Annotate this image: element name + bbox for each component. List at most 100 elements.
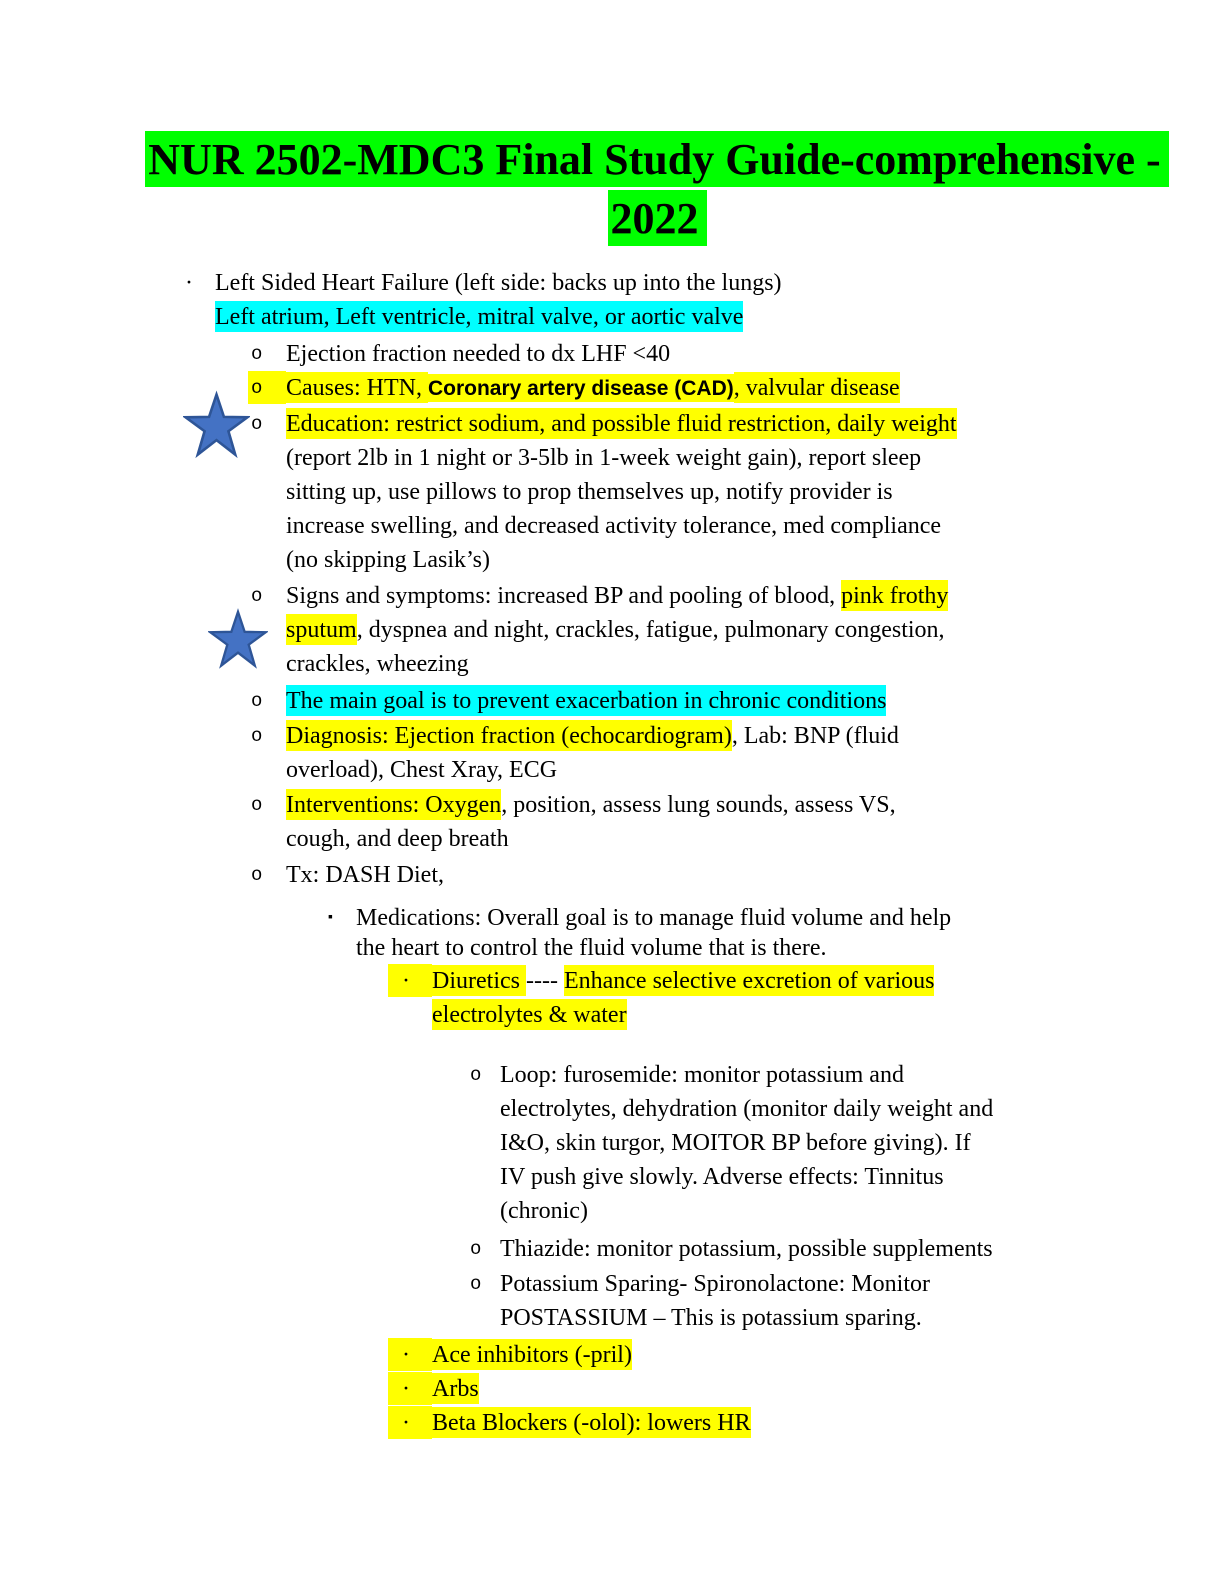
dot-bullet-icon: · <box>185 270 193 296</box>
text-segment: cough, and deep breath <box>286 826 509 852</box>
highlighted-text: Diagnosis: Ejection fraction (echocardio… <box>286 720 732 751</box>
list-item-beta-blockers: · Beta Blockers (-olol): lowers HR <box>0 1406 1224 1440</box>
highlighted-text: Ace inhibitors (-pril) <box>432 1339 632 1370</box>
text-segment: sitting up, use pillows to prop themselv… <box>286 479 893 505</box>
text-segment: Potassium Sparing- Spironolactone: Monit… <box>500 1271 930 1297</box>
text-segment: Left Sided Heart Failure (left side: bac… <box>215 270 782 296</box>
list-item-education: o Education: restrict sodium, and possib… <box>0 407 1224 577</box>
list-item-loop-furosemide: o Loop: furosemide: monitor potassium an… <box>0 1058 1224 1228</box>
text-segment: Tx: DASH Diet, <box>286 862 444 888</box>
title-line-2: 2022 <box>607 190 707 246</box>
star-icon <box>183 390 250 459</box>
circle-bullet-icon: o <box>470 1238 482 1260</box>
text-line: Diagnosis: Ejection fraction (echocardio… <box>286 719 1224 753</box>
text-line: Causes: HTN, Coronary artery disease (CA… <box>286 371 1224 406</box>
highlighted-text: pink frothy <box>841 580 949 611</box>
dot-bullet-icon: · <box>388 1406 432 1439</box>
page-title: NUR 2502-MDC3 Final Study Guide-comprehe… <box>90 130 1224 248</box>
star-icon <box>208 608 268 669</box>
highlighted-text: The main goal is to prevent exacerbation… <box>286 685 887 716</box>
text-line: Interventions: Oxygen, position, assess … <box>286 788 1224 822</box>
circle-bullet-icon: o <box>251 690 263 712</box>
circle-bullet-icon: o <box>251 725 263 747</box>
text-line: Tx: DASH Diet, <box>286 858 1224 892</box>
text-line: sputum, dyspnea and night, crackles, fat… <box>286 613 1224 647</box>
text-line: the heart to control the fluid volume th… <box>356 933 1224 963</box>
text-segment: Medications: Overall goal is to manage f… <box>356 905 952 931</box>
text-line: Ejection fraction needed to dx LHF <40 <box>286 337 1224 371</box>
highlighted-text: Education: restrict sodium, and possible… <box>286 408 957 439</box>
title-line-1: NUR 2502-MDC3 Final Study Guide-comprehe… <box>145 131 1169 187</box>
list-item-main-goal: o The main goal is to prevent exacerbati… <box>0 684 1224 718</box>
list-item-causes: o Causes: HTN, Coronary artery disease (… <box>0 371 1224 406</box>
text-line: Left Sided Heart Failure (left side: bac… <box>215 266 1224 300</box>
text-line: Diuretics ---- Enhance selective excreti… <box>432 964 1224 998</box>
text-segment: POSTASSIUM – This is potassium sparing. <box>500 1305 922 1331</box>
text-line: overload), Chest Xray, ECG <box>286 753 1224 787</box>
text-segment: (report 2lb in 1 night or 3-5lb in 1-wee… <box>286 445 922 471</box>
highlighted-text: Enhance selective excretion of various <box>563 965 935 996</box>
text-line: IV push give slowly. Adverse effects: Ti… <box>500 1160 1224 1194</box>
text-line: Left atrium, Left ventricle, mitral valv… <box>215 300 1224 334</box>
text-line: Thiazide: monitor potassium, possible su… <box>500 1232 1224 1266</box>
list-item-arbs: · Arbs <box>0 1372 1224 1406</box>
highlighted-text: Coronary artery disease (CAD) <box>427 374 734 402</box>
text-line: sitting up, use pillows to prop themselv… <box>286 475 1224 509</box>
text-line: The main goal is to prevent exacerbation… <box>286 684 1224 718</box>
circle-bullet-icon: o <box>251 413 263 435</box>
text-segment: overload), Chest Xray, ECG <box>286 757 558 783</box>
circle-bullet-icon: o <box>248 371 286 404</box>
dot-bullet-icon: · <box>388 964 432 997</box>
highlighted-text: Interventions: Oxygen <box>286 789 502 820</box>
text-segment: electrolytes, dehydration (monitor daily… <box>500 1096 994 1122</box>
text-segment: , position, assess lung sounds, assess V… <box>501 792 896 818</box>
text-segment: the heart to control the fluid volume th… <box>356 935 827 961</box>
text-segment: Loop: furosemide: monitor potassium and <box>500 1062 904 1088</box>
list-item-tx-dash-diet: o Tx: DASH Diet, <box>0 858 1224 892</box>
text-line: cough, and deep breath <box>286 822 1224 856</box>
list-item-diuretics: · Diuretics ---- Enhance selective excre… <box>0 964 1224 1032</box>
highlighted-text: electrolytes & water <box>432 999 627 1030</box>
text-segment: (no skipping Lasik’s) <box>286 547 490 573</box>
square-bullet-icon: ▪ <box>328 910 333 925</box>
text-line: Loop: furosemide: monitor potassium and <box>500 1058 1224 1092</box>
highlighted-text: , valvular disease <box>733 372 900 403</box>
text-segment: Thiazide: monitor potassium, possible su… <box>500 1236 993 1262</box>
circle-bullet-icon: o <box>470 1273 482 1295</box>
text-line: (chronic) <box>500 1194 1224 1228</box>
list-item-interventions: o Interventions: Oxygen, position, asses… <box>0 788 1224 856</box>
text-line: Beta Blockers (-olol): lowers HR <box>432 1406 1224 1440</box>
text-line: POSTASSIUM – This is potassium sparing. <box>500 1301 1224 1335</box>
text-segment: (chronic) <box>500 1198 588 1224</box>
circle-bullet-icon: o <box>470 1064 482 1086</box>
text-line: Potassium Sparing- Spironolactone: Monit… <box>500 1267 1224 1301</box>
circle-bullet-icon: o <box>251 343 263 365</box>
text-segment: crackles, wheezing <box>286 651 469 677</box>
list-item-diagnosis: o Diagnosis: Ejection fraction (echocard… <box>0 719 1224 787</box>
circle-bullet-icon: o <box>251 864 263 886</box>
text-line: crackles, wheezing <box>286 647 1224 681</box>
list-item-ace-inhibitors: · Ace inhibitors (-pril) <box>0 1338 1224 1372</box>
text-segment: I&O, skin turgor, MOITOR BP before givin… <box>500 1130 971 1156</box>
highlighted-text: Beta Blockers (-olol): lowers HR <box>432 1407 751 1438</box>
dot-bullet-icon: · <box>388 1372 432 1405</box>
list-item-potassium-sparing: o Potassium Sparing- Spironolactone: Mon… <box>0 1267 1224 1335</box>
circle-bullet-icon: o <box>251 794 263 816</box>
list-item-medications: ▪ Medications: Overall goal is to manage… <box>0 903 1224 963</box>
list-item-thiazide: o Thiazide: monitor potassium, possible … <box>0 1232 1224 1266</box>
list-item-ejection-fraction: o Ejection fraction needed to dx LHF <40 <box>0 337 1224 371</box>
text-segment: increase swelling, and decreased activit… <box>286 513 942 539</box>
text-segment: Signs and symptoms: increased BP and poo… <box>286 583 842 609</box>
highlighted-text: Diuretics <box>432 965 526 996</box>
highlighted-text: sputum <box>286 614 357 645</box>
highlighted-text: Causes: HTN, <box>286 372 428 403</box>
text-line: increase swelling, and decreased activit… <box>286 509 1224 543</box>
text-line: Ace inhibitors (-pril) <box>432 1338 1224 1372</box>
highlighted-text: Arbs <box>432 1373 479 1404</box>
text-line: (report 2lb in 1 night or 3-5lb in 1-wee… <box>286 441 1224 475</box>
text-segment: , dyspnea and night, crackles, fatigue, … <box>356 617 945 643</box>
list-item-signs-and-symptoms: o Signs and symptoms: increased BP and p… <box>0 579 1224 681</box>
text-line: Education: restrict sodium, and possible… <box>286 407 1224 441</box>
text-line: electrolytes & water <box>432 998 1224 1032</box>
